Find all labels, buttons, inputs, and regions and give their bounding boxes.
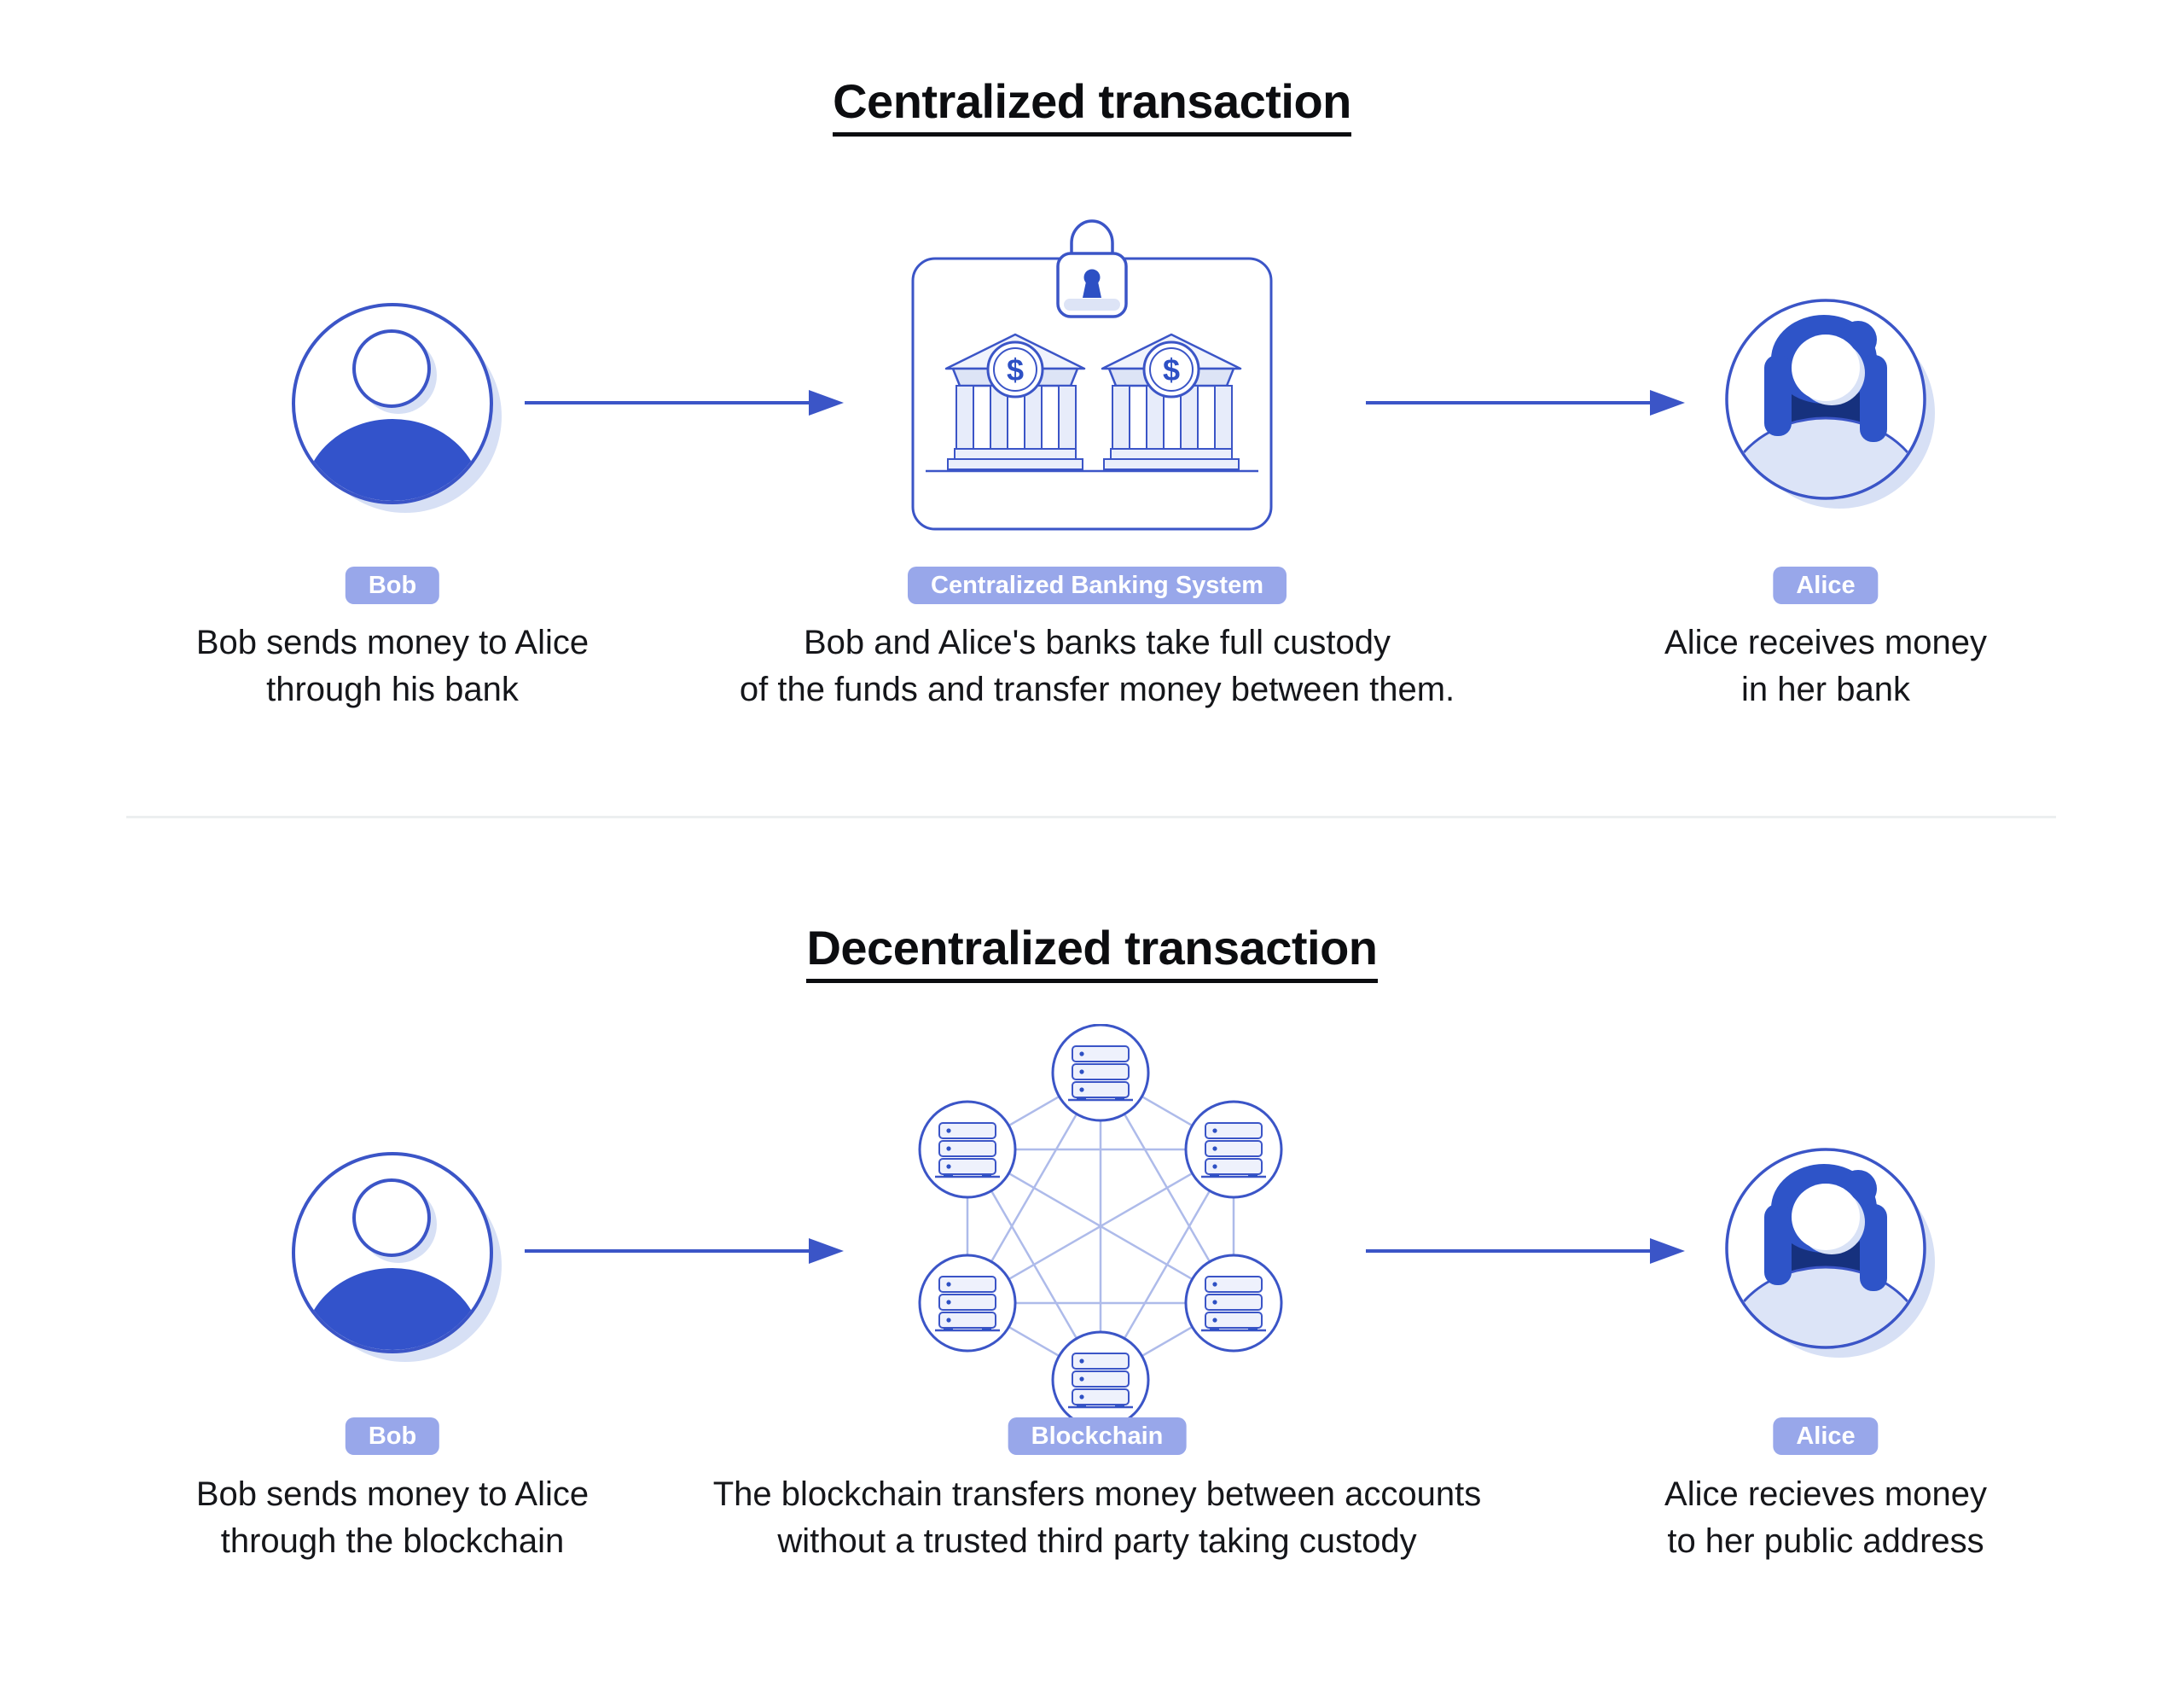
caption-line: of the funds and transfer money between … — [739, 671, 1455, 708]
caption-line: Bob and Alice's banks take full custody — [803, 624, 1391, 661]
badge-centralized-banking-system: Centralized Banking System — [908, 567, 1287, 604]
caption-alice-centralized: Alice receives money in her bank — [1664, 620, 1987, 713]
caption-bob-decentralized: Bob sends money to Alice through the blo… — [196, 1471, 589, 1565]
caption-line: Bob sends money to Alice — [195, 1475, 590, 1513]
section-title-centralized: Centralized transaction — [0, 73, 2184, 137]
person-avatar-icon — [292, 1152, 502, 1362]
padlock-icon — [1056, 219, 1128, 318]
woman-avatar-icon — [1725, 1148, 1935, 1358]
caption-line: through his bank — [266, 671, 519, 708]
caption-line: to her public address — [1667, 1522, 1984, 1560]
caption-banks-centralized: Bob and Alice's banks take full custody … — [740, 620, 1455, 713]
caption-bob-centralized: Bob sends money to Alice through his ban… — [196, 620, 589, 713]
caption-line: Alice recieves money — [1664, 1475, 1987, 1513]
network-nodes — [918, 1024, 1283, 1425]
caption-alice-decentralized: Alice recieves money to her public addre… — [1664, 1471, 1987, 1565]
caption-line: in her bank — [1741, 671, 1910, 708]
badge-bob: Bob — [345, 1417, 440, 1455]
badge-blockchain: Blockchain — [1008, 1417, 1187, 1455]
arrow-right-icon — [1366, 390, 1685, 416]
arrow-right-icon — [1366, 1238, 1685, 1264]
arrow-right-icon — [525, 390, 844, 416]
section-title-text: Decentralized transaction — [806, 921, 1378, 983]
badge-bob: Bob — [345, 567, 440, 604]
section-divider — [126, 816, 2056, 818]
person-avatar-icon — [292, 303, 502, 513]
caption-line: The blockchain transfers money between a… — [712, 1475, 1482, 1513]
badge-alice: Alice — [1773, 567, 1879, 604]
caption-line: Bob sends money to Alice — [195, 624, 590, 661]
section-title-text: Centralized transaction — [833, 74, 1351, 137]
arrow-right-icon — [525, 1238, 844, 1264]
section-title-decentralized: Decentralized transaction — [0, 920, 2184, 983]
badge-alice: Alice — [1773, 1417, 1879, 1455]
woman-avatar-icon — [1725, 299, 1935, 509]
caption-line: Alice receives money — [1664, 624, 1987, 661]
centralized-banking-system-icon: $ — [911, 219, 1273, 531]
caption-blockchain-decentralized: The blockchain transfers money between a… — [713, 1471, 1482, 1565]
blockchain-network-icon — [918, 1024, 1283, 1425]
caption-line: without a trusted third party taking cus… — [777, 1522, 1417, 1560]
caption-line: through the blockchain — [220, 1522, 565, 1560]
